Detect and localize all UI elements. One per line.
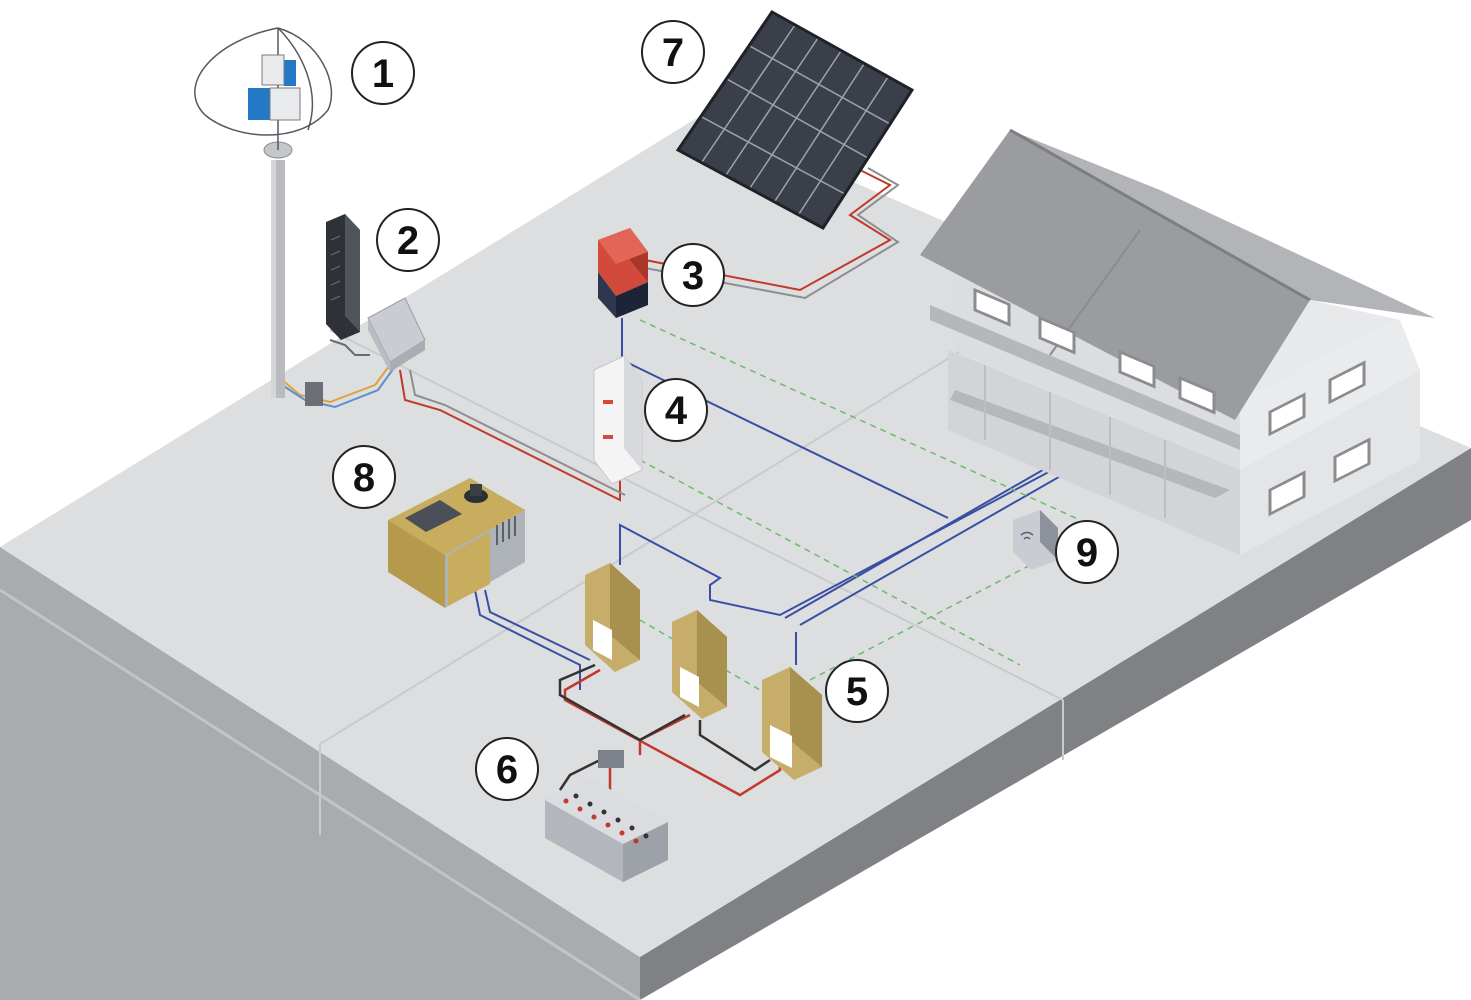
callout-7-number: 7 bbox=[662, 31, 684, 75]
battery-bank bbox=[545, 750, 668, 882]
diesel-generator bbox=[388, 478, 525, 608]
wire-battery-dc-neg-2 bbox=[698, 720, 771, 772]
wire-generator bbox=[474, 589, 581, 690]
wire-solar-dc bbox=[644, 169, 892, 292]
wire-ac-bus-4 bbox=[784, 443, 1089, 619]
house-windows bbox=[973, 287, 1371, 517]
house-garage-doors bbox=[984, 365, 1166, 518]
callout-5-number: 5 bbox=[846, 670, 868, 714]
battery-terminals bbox=[563, 798, 639, 844]
wire-battery-dc bbox=[563, 668, 782, 797]
wire-turbine-2 bbox=[281, 364, 397, 409]
wire-ac-bus-2 bbox=[799, 457, 1093, 626]
wire-battery-dc-neg-3 bbox=[558, 758, 601, 791]
generator-vent bbox=[405, 500, 462, 532]
house-wall-upper bbox=[955, 280, 1240, 470]
turbine-blade-blue bbox=[248, 88, 270, 120]
battery-fuse-box bbox=[598, 750, 624, 768]
house-roof-ridge bbox=[1010, 130, 1435, 318]
house-wall-side bbox=[1240, 370, 1420, 555]
callout-6: 6 bbox=[475, 737, 539, 801]
house-canopy bbox=[930, 305, 1240, 450]
callout-2: 2 bbox=[376, 208, 440, 272]
house-gable bbox=[1240, 300, 1400, 400]
wire-controller-link bbox=[329, 339, 370, 356]
wireless-monitor bbox=[1013, 510, 1058, 570]
callout-3-number: 3 bbox=[682, 254, 704, 298]
house-lower-canopy bbox=[950, 390, 1230, 498]
inverter-charger-1 bbox=[585, 563, 640, 672]
callout-5: 5 bbox=[825, 659, 889, 723]
turbine-disconnect-switch bbox=[305, 382, 323, 406]
callout-9: 9 bbox=[1055, 520, 1119, 584]
wire-wind-dc bbox=[399, 369, 621, 502]
wind-charge-controller bbox=[305, 214, 426, 406]
wire-turbine bbox=[281, 361, 393, 404]
wire-battery-dc-neg bbox=[558, 663, 686, 742]
wire-wind-dc-return bbox=[409, 369, 626, 496]
house bbox=[920, 128, 1435, 555]
callout-7: 7 bbox=[641, 20, 705, 84]
callout-8: 8 bbox=[332, 445, 396, 509]
callout-6-number: 6 bbox=[496, 748, 518, 792]
house-roof bbox=[920, 130, 1310, 420]
solar-panel-grid bbox=[699, 24, 891, 215]
wiring bbox=[281, 167, 1093, 811]
solar-panel-array bbox=[675, 10, 915, 230]
wire-solar-dc-return bbox=[644, 167, 900, 300]
callout-1: 1 bbox=[351, 41, 415, 105]
wire-ac-bus bbox=[619, 449, 1091, 617]
callout-1-number: 1 bbox=[372, 52, 394, 96]
ground-tile-seams bbox=[319, 292, 1064, 835]
distribution-board bbox=[593, 355, 643, 485]
callout-3: 3 bbox=[661, 243, 725, 307]
solar-inverter bbox=[598, 228, 648, 318]
callout-9-number: 9 bbox=[1076, 531, 1098, 575]
callout-4: 4 bbox=[644, 378, 708, 442]
inverter-charger-3 bbox=[762, 667, 822, 780]
callout-8-number: 8 bbox=[353, 456, 375, 500]
wire-generator-2 bbox=[484, 589, 591, 661]
callout-4-number: 4 bbox=[665, 389, 688, 433]
inverter-charger-2 bbox=[672, 610, 727, 719]
ground-right-side bbox=[640, 448, 1471, 1000]
wifi-icon bbox=[1020, 531, 1034, 540]
wind-turbine bbox=[194, 27, 333, 398]
generator-grille bbox=[496, 516, 516, 545]
callout-2-number: 2 bbox=[397, 219, 419, 263]
